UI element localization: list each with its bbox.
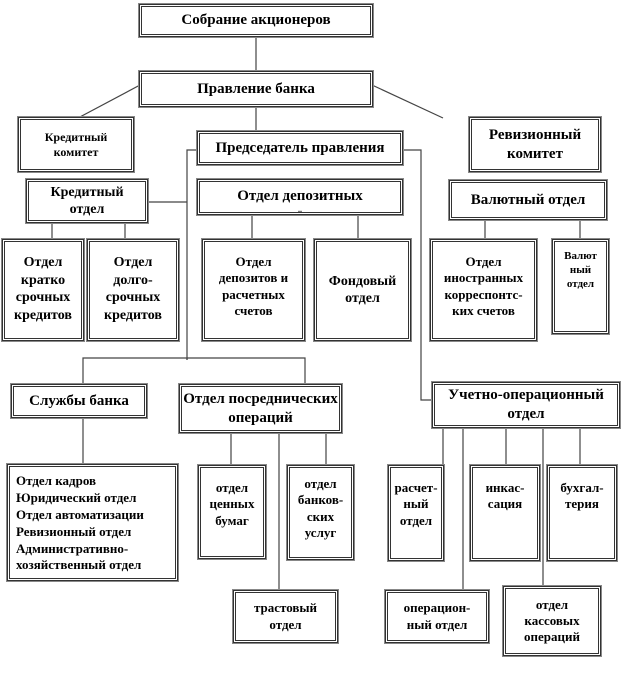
node-bank-services: Службы банка — [10, 383, 148, 419]
node-label-line: операций — [228, 409, 293, 426]
node-label-line: Службы банка — [29, 392, 129, 409]
node-label-line: отдел — [69, 202, 105, 217]
node-label-line: хозяйственный отдел — [16, 557, 142, 573]
node-label-line: операцион- — [403, 600, 471, 616]
node-label-line: Ревизионный — [488, 126, 582, 143]
node-operational: операцион-ный отдел — [384, 589, 490, 644]
node-label-line: срочных — [15, 290, 71, 305]
node-label-line: Учетно-операционный — [448, 387, 604, 404]
node-label-line: отдел — [269, 616, 302, 632]
edge-chairman-services-intermediary — [82, 357, 188, 385]
edge-trunk-intermediary — [187, 357, 306, 385]
node-label-line: Отдел — [465, 254, 502, 269]
node-label-line: Отдел кадров — [16, 473, 97, 488]
node-label-line: кратко — [20, 272, 66, 288]
node-label-line: Отдел — [23, 255, 63, 270]
node-bookkeeping: бухгал-терия — [546, 464, 618, 562]
node-label-line: бумаг — [215, 512, 249, 528]
node-label-line: расчет- — [394, 480, 438, 495]
node-label-line: Кредитный — [44, 129, 108, 144]
node-label-line: комитет — [53, 144, 99, 159]
node-label-line: Председатель правления — [215, 139, 385, 156]
node-label-line: отдел — [535, 596, 569, 612]
edge-chairman-left-trunk — [186, 149, 197, 360]
node-label-line: срочных — [105, 290, 161, 305]
node-intermediary-ops: Отдел посреднических операций — [178, 383, 343, 434]
node-accounting-ops: Учетно-операционный отдел — [431, 381, 621, 429]
node-label-line: Отдел — [113, 255, 153, 270]
node-label-line: отдел — [304, 476, 337, 491]
edge-board-credit-committee — [77, 84, 141, 119]
node-label-line: Правление банка — [197, 80, 315, 97]
node-label-line: Ревизионный отдел — [16, 523, 132, 539]
node-label-line: кредитов — [104, 307, 162, 323]
node-label-line: бухгал- — [560, 480, 604, 495]
node-label-line: Кредитный — [50, 184, 124, 200]
node-label-line: ный — [403, 496, 429, 512]
node-label-line: Собрание акционеров — [181, 12, 331, 29]
node-label-line: трастовый — [253, 600, 318, 616]
node-collection: инкас-сация — [469, 464, 541, 562]
node-label-line: отдел — [345, 291, 380, 306]
node-label-line: ских — [306, 508, 335, 524]
node-label-line: операций — [524, 629, 580, 645]
node-label-line: сация — [487, 496, 523, 512]
node-label-line: Валют — [564, 250, 597, 262]
node-label-line: отдел — [566, 277, 595, 290]
node-label-line: .. — [298, 204, 302, 214]
node-deposit-dept: Отдел депозитных.. — [196, 178, 404, 216]
node-label-line: Административно- — [16, 540, 129, 556]
node-label-line: Отдел автоматизации — [16, 506, 144, 522]
node-label-line: Отдел — [235, 254, 272, 269]
node-long-term-credit: Отдел долго-срочных кредитов — [86, 238, 180, 342]
node-label-line: кредитов — [14, 307, 72, 323]
node-label-line: расчетных — [222, 286, 285, 302]
node-label-line: ный — [569, 263, 592, 276]
node-label-line: ких счетов — [452, 302, 515, 318]
node-board: Правление банка — [138, 70, 374, 108]
node-label-line: Валютный отдел — [470, 191, 586, 208]
node-label-line: корреспонтс- — [444, 286, 523, 302]
node-label-line: Юридический отдел — [16, 489, 137, 505]
node-label-line: ный отдел — [406, 616, 468, 632]
node-label-line: услуг — [304, 524, 337, 540]
edge-board-audit-committee — [371, 84, 444, 119]
node-label-line: комитет — [507, 145, 563, 162]
node-shareholders: Собрание акционеров — [138, 3, 374, 38]
node-label-line: инкас- — [485, 480, 525, 495]
node-label-line: отдел — [399, 512, 433, 528]
node-label-line: долго- — [113, 272, 153, 288]
node-chairman: Председатель правления — [196, 130, 404, 166]
node-stock-dept: Фондовый отдел — [313, 238, 412, 342]
node-label-line: Отдел посреднических — [183, 390, 338, 407]
edge-chairman-right-trunk — [403, 149, 436, 401]
node-credit-dept: Кредитный отдел — [25, 178, 149, 224]
node-label-line: депозитов и — [218, 270, 289, 286]
node-label-line: Фондовый — [328, 273, 397, 289]
node-label-line: отдел — [507, 406, 545, 422]
node-label-line: отдел — [215, 480, 249, 495]
node-label-line: иностранных — [443, 270, 524, 286]
node-label-line: банков- — [297, 492, 344, 508]
node-label-line: ценных — [209, 496, 255, 512]
node-label-line: кассовых — [524, 612, 580, 628]
node-currency-dept: Валютный отдел — [448, 179, 608, 221]
node-short-term-credit: Отдел кратко срочных кредитов — [1, 238, 85, 342]
node-label-line: счетов — [234, 302, 273, 318]
node-audit-committee: Ревизионный комитет — [468, 116, 602, 173]
node-label-line: терия — [565, 496, 599, 512]
node-label-line: Отдел депозитных — [237, 188, 363, 204]
